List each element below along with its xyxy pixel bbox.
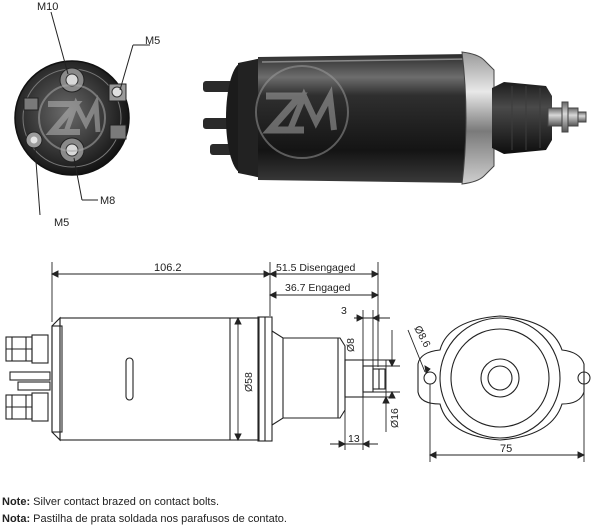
technical-front-drawing	[417, 315, 591, 441]
note-portuguese: Nota: Pastilha de prata soldada nos para…	[2, 511, 598, 528]
notes-section: Note: Silver contact brazed on contact b…	[2, 494, 598, 528]
dim-stroke-disengaged: 51.5 Disengaged	[276, 262, 356, 274]
note-english: Note: Silver contact brazed on contact b…	[2, 494, 598, 511]
dim-body-length: 106.2	[154, 262, 182, 274]
end-view-callouts	[34, 11, 150, 216]
m5-terminal-bottom	[25, 131, 43, 149]
note-label-en: Note:	[2, 496, 31, 508]
dimension-lines-side	[50, 262, 400, 450]
note-text-pt: Pastilha de prata soldada nos parafusos …	[33, 513, 287, 525]
note-label-pt: Nota:	[2, 513, 31, 525]
label-m10: M10	[37, 1, 58, 13]
dim-body-diameter: Ø58	[243, 372, 255, 392]
dim-plunger-offset: 3	[341, 305, 347, 317]
dim-flange-width: 75	[500, 443, 512, 455]
dim-stroke-engaged: 36.7 Engaged	[285, 282, 351, 294]
photo-side-view	[203, 51, 587, 185]
zm-watermark-logo-side	[255, 65, 349, 159]
dimension-lines-front	[407, 329, 586, 462]
m10-terminal-stud	[59, 67, 85, 93]
dim-plunger-diameter: Ø8	[345, 338, 357, 352]
technical-side-drawing	[5, 316, 386, 442]
label-m8: M8	[100, 195, 115, 207]
m5-terminal-top	[108, 83, 127, 102]
label-m5-top: M5	[145, 35, 160, 47]
dim-boss-length: 13	[348, 433, 360, 445]
label-m5-bottom: M5	[54, 217, 69, 229]
zm-watermark-logo	[38, 84, 106, 152]
dim-boss-diameter: Ø16	[389, 408, 401, 428]
photo-end-view	[14, 60, 130, 176]
note-text-en: Silver contact brazed on contact bolts.	[33, 496, 220, 508]
